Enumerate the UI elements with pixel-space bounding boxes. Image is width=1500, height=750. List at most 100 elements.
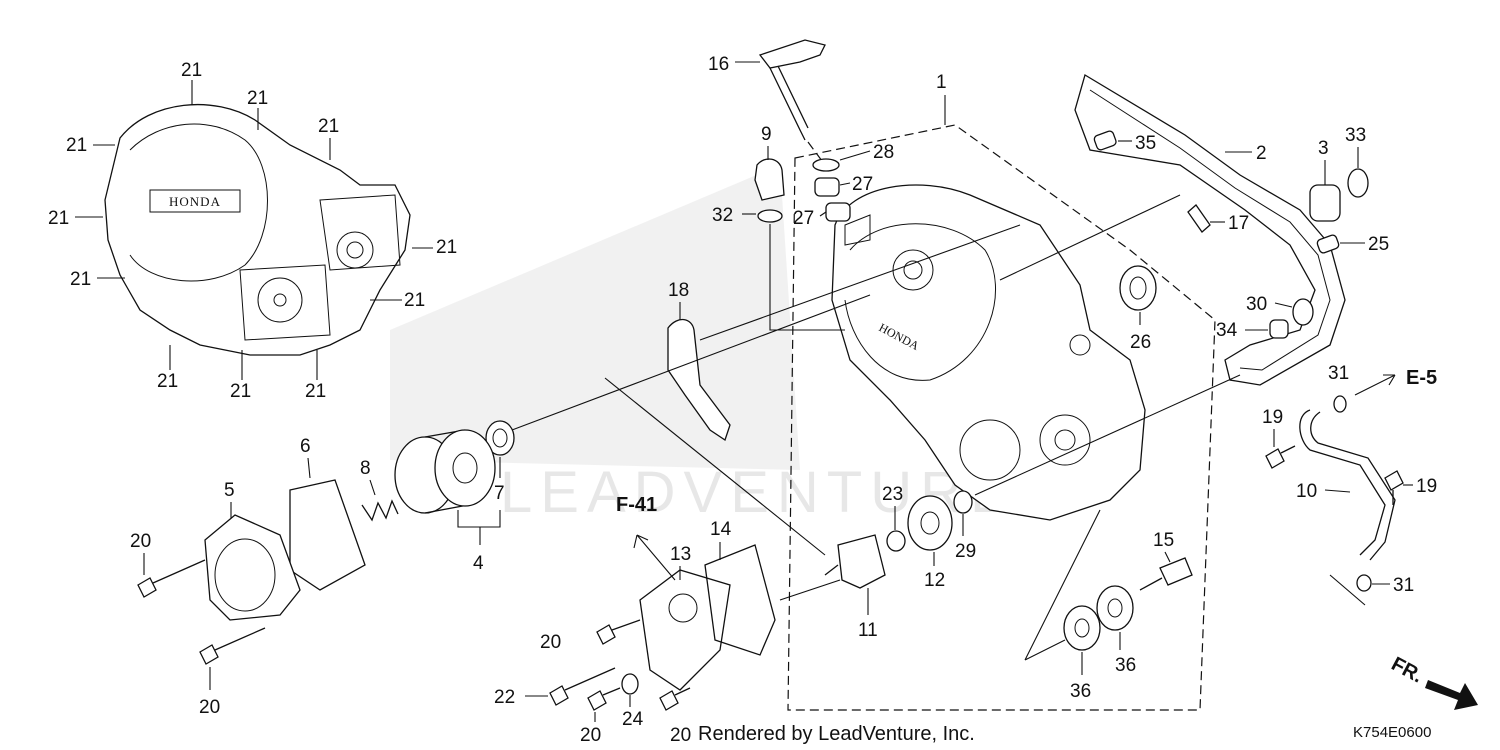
part-13-pump-cover[interactable] — [639, 569, 731, 691]
bolt-20-c[interactable] — [596, 619, 641, 645]
callout-21[interactable]: 21 — [247, 88, 268, 109]
part-11-impeller[interactable] — [824, 534, 886, 589]
part-8-spring[interactable] — [361, 499, 399, 522]
callout-12[interactable]: 12 — [924, 570, 945, 591]
callout-10[interactable]: 10 — [1296, 481, 1317, 502]
callout-21[interactable]: 21 — [157, 371, 178, 392]
callout-21[interactable]: 21 — [70, 269, 91, 290]
callout-21[interactable]: 21 — [305, 381, 326, 402]
callout-6[interactable]: 6 — [300, 436, 311, 457]
callout-31[interactable]: 31 — [1328, 363, 1349, 384]
callout-34[interactable]: 34 — [1216, 320, 1238, 341]
bolt-22[interactable] — [549, 667, 616, 706]
callout-29[interactable]: 29 — [955, 541, 976, 562]
callout-2[interactable]: 2 — [1256, 143, 1267, 164]
part-6-gasket[interactable] — [289, 479, 366, 591]
callout-36[interactable]: 36 — [1070, 681, 1091, 702]
bolt-20-a[interactable] — [137, 559, 206, 598]
ref-f41[interactable]: F-41 — [616, 494, 657, 516]
part-27-seal-a[interactable] — [814, 177, 840, 197]
callout-20[interactable]: 20 — [670, 725, 691, 746]
part-5-filter-cover[interactable] — [204, 514, 301, 621]
callout-8[interactable]: 8 — [360, 458, 371, 479]
callout-20[interactable]: 20 — [199, 697, 220, 718]
bolt-21-callouts[interactable]: 21 21 21 21 21 21 21 21 21 21 21 — [48, 60, 457, 402]
part-32-oring[interactable] — [757, 209, 783, 223]
callout-3[interactable]: 3 — [1318, 138, 1329, 159]
bolt-19-b[interactable] — [1384, 470, 1404, 505]
callout-19[interactable]: 19 — [1416, 476, 1437, 497]
callout-21[interactable]: 21 — [436, 237, 457, 258]
part-34-collar[interactable] — [1269, 319, 1289, 339]
part-28-oring[interactable] — [812, 158, 840, 172]
part-14-gasket[interactable] — [704, 544, 776, 656]
callout-21[interactable]: 21 — [318, 116, 339, 137]
callout-30[interactable]: 30 — [1246, 294, 1267, 315]
part-18-bracket[interactable] — [667, 318, 731, 442]
part-29-ring[interactable] — [953, 490, 973, 514]
callout-4[interactable]: 4 — [473, 553, 484, 574]
part-25-dowel[interactable] — [1316, 234, 1340, 254]
callout-33[interactable]: 33 — [1345, 125, 1366, 146]
gasket-2[interactable] — [1074, 74, 1346, 386]
callout-23[interactable]: 23 — [882, 484, 903, 505]
callout-27[interactable]: 27 — [793, 208, 814, 229]
callout-17[interactable]: 17 — [1228, 213, 1249, 234]
callout-18[interactable]: 18 — [668, 280, 689, 301]
callout-20[interactable]: 20 — [540, 632, 561, 653]
callout-22[interactable]: 22 — [494, 687, 515, 708]
callout-19[interactable]: 19 — [1262, 407, 1283, 428]
part-16-dipstick[interactable] — [758, 39, 826, 141]
callout-21[interactable]: 21 — [230, 381, 251, 402]
ref-e5[interactable]: E-5 — [1406, 367, 1437, 389]
callout-13[interactable]: 13 — [670, 544, 691, 565]
part-10-pipe[interactable] — [1299, 409, 1396, 561]
callout-20[interactable]: 20 — [580, 725, 601, 746]
part-3-collar[interactable] — [1309, 184, 1341, 222]
part-24-washer[interactable] — [621, 673, 639, 695]
callout-36[interactable]: 36 — [1115, 655, 1136, 676]
part-7-seal[interactable] — [485, 420, 515, 456]
callout-21[interactable]: 21 — [48, 208, 69, 229]
callout-28[interactable]: 28 — [873, 142, 894, 163]
part-36-bearing-b[interactable] — [1096, 585, 1134, 631]
callout-9[interactable]: 9 — [761, 124, 772, 145]
part-17-bolt[interactable] — [1187, 204, 1211, 233]
bolt-20-e[interactable] — [659, 687, 691, 711]
bolt-20-b[interactable] — [199, 627, 266, 665]
part-4-oil-filter[interactable] — [394, 429, 496, 514]
callout-21[interactable]: 21 — [404, 290, 425, 311]
callout-5[interactable]: 5 — [224, 480, 235, 501]
part-35-dowel[interactable] — [1093, 130, 1117, 151]
callout-16[interactable]: 16 — [708, 54, 729, 75]
callout-1[interactable]: 1 — [936, 72, 947, 93]
part-12-seal[interactable] — [907, 495, 953, 551]
callout-27[interactable]: 27 — [852, 174, 873, 195]
part-9-filler-cap[interactable] — [754, 158, 785, 201]
part-31-oring-a[interactable] — [1333, 395, 1347, 413]
callout-21[interactable]: 21 — [181, 60, 202, 81]
callout-31[interactable]: 31 — [1393, 575, 1414, 596]
part-31-oring-b[interactable] — [1356, 574, 1372, 592]
part-33-oring[interactable] — [1347, 168, 1369, 198]
callout-32[interactable]: 32 — [712, 205, 733, 226]
part-30-oring[interactable] — [1292, 298, 1314, 326]
bolt-20-d[interactable] — [587, 687, 621, 711]
callout-25[interactable]: 25 — [1368, 234, 1389, 255]
callout-15[interactable]: 15 — [1153, 530, 1174, 551]
part-23-washer[interactable] — [886, 530, 906, 552]
callout-7[interactable]: 7 — [494, 483, 505, 504]
right-crankcase-cover[interactable]: HONDA — [831, 184, 1146, 521]
callout-26[interactable]: 26 — [1130, 332, 1151, 353]
callout-14[interactable]: 14 — [710, 519, 732, 540]
part-36-bearing-a[interactable] — [1063, 605, 1101, 651]
part-26-bearing[interactable] — [1119, 265, 1157, 311]
part-15-shaft[interactable] — [1139, 557, 1193, 591]
callout-21[interactable]: 21 — [66, 135, 87, 156]
inner-cover[interactable]: HONDA — [104, 103, 411, 356]
callout-20[interactable]: 20 — [130, 531, 151, 552]
callout-35[interactable]: 35 — [1135, 133, 1156, 154]
bolt-19-a[interactable] — [1265, 445, 1296, 469]
part-27-seal-b[interactable] — [825, 202, 851, 222]
callout-24[interactable]: 24 — [622, 709, 644, 730]
